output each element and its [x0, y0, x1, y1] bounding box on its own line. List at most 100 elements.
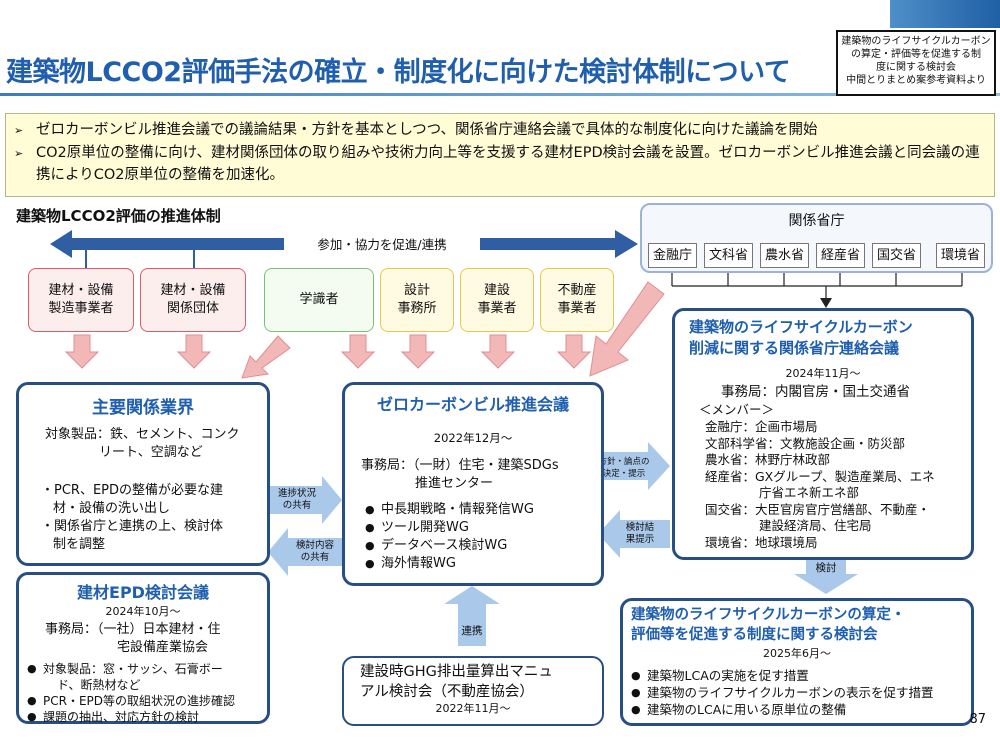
- stakeholder-line: 事務所: [397, 301, 437, 316]
- zcb-wg-label: データベース検討WG: [381, 538, 508, 553]
- stakeholder-line: 建設: [483, 283, 510, 298]
- study-date: 2025年6月～: [763, 647, 831, 660]
- liaison-member-label: ＜メンバー＞: [699, 402, 775, 417]
- stakeholder-line: 不動産: [557, 283, 597, 298]
- industry-point: ・関係省庁と連携の上、検討体: [41, 519, 224, 534]
- promote-label: 参加・協力を促進/連携: [284, 238, 480, 252]
- epd-item-text: PCR・EPD等の取組状況の進捗確認: [43, 694, 236, 708]
- bullet-dot-icon: ●: [365, 539, 375, 552]
- bullet-dot-icon: ●: [365, 557, 375, 570]
- stakeholder-line: 学識者: [299, 292, 339, 307]
- ministry-maff: 農水省: [760, 243, 809, 268]
- arrow-bullet-icon: ➢: [14, 147, 24, 160]
- zcb-office: 推進センター: [415, 476, 494, 491]
- stakeholder-line: 関係団体: [166, 301, 219, 316]
- label-line: 検討結: [625, 522, 655, 533]
- source-note-line: の算定・評価等を促進する制: [851, 49, 981, 60]
- stakeholder-makers: 建材・設備製造事業者: [28, 268, 134, 332]
- bullet-dot-icon: ●: [27, 694, 37, 707]
- study-title: 建築物のライフサイクルカーボンの算定・ 評価等を促進する制度に関する検討会: [631, 605, 963, 645]
- bullet-dot-icon: ●: [365, 503, 375, 516]
- connector-arrowhead: [820, 298, 832, 308]
- zcb-wg-item: ● 海外情報WG: [355, 555, 591, 573]
- source-note-line: 度に関する検討会: [876, 62, 956, 73]
- zcb-wg-item: ●ツール開発WG: [355, 519, 591, 537]
- liaison-date: 2024年11月～: [785, 367, 861, 380]
- label-line: の共有: [282, 500, 312, 511]
- epd-item-text: ド、断熱材など: [57, 678, 141, 692]
- blue-flow-arrows: [268, 442, 858, 646]
- liaison-member: 建設経済局、住宅局: [759, 518, 872, 533]
- stakeholder-construction: 建設事業者: [460, 268, 534, 332]
- industry-box: 主要関係業界 対象製品：鉄、セメント、コンク リート、空調など ・PCR、EPD…: [16, 382, 270, 566]
- industry-title: 主要関係業界: [92, 398, 194, 418]
- bullet-dot-icon: ●: [27, 662, 37, 675]
- epd-item: ●課題の抽出、対応方針の検討: [27, 709, 259, 725]
- study-item: ●建築物のライフサイクルカーボンの表示を促す措置: [631, 684, 963, 701]
- ministry-moe: 環境省: [936, 243, 985, 268]
- label-collab: 連携: [461, 625, 483, 637]
- stakeholder-academia: 学識者: [264, 268, 374, 332]
- study-item-text: 建築物のLCAに用いる原単位の整備: [647, 702, 847, 717]
- source-note: 建築物のライフサイクルカーボン の算定・評価等を促進する制 度に関する検討会 中…: [836, 30, 996, 96]
- ghg-date: 2022年11月～: [435, 702, 511, 715]
- summary-item: ➢ CO2原単位の整備に向け、建材関係団体の取り組みや技術力向上等を支援する建材…: [14, 142, 986, 186]
- label-policy: 方針・論点の決定・提示: [596, 456, 652, 480]
- label-line: 果提示: [625, 534, 655, 545]
- study-title-line: 評価等を促進する制度に関する検討会: [631, 627, 878, 643]
- liaison-member: 国交省：大臣官房官庁営繕部、不動産・: [705, 501, 931, 517]
- zcb-wg-label: 海外情報WG: [381, 556, 456, 571]
- industry-point: 制を調整: [53, 537, 106, 552]
- epd-council-box: 建材EPD検討会議 2024年10月～ 事務局：（一社）日本建材・住 宅設備産業…: [16, 572, 270, 724]
- summary-box: ➢ ゼロカーボンビル推進会議での議論結果・方針を基本としつつ、関係省庁連絡会議で…: [5, 113, 995, 197]
- liaison-member: 農水省：林野庁林政部: [705, 452, 831, 467]
- label-review-share: 検討内容の共有: [290, 540, 340, 564]
- liaison-council-box: 建築物のライフサイクルカーボン 削減に関する関係省庁連絡会議 2024年11月～…: [672, 308, 974, 560]
- industry-products: リート、空調など: [99, 445, 203, 460]
- stakeholder-line: 事業者: [557, 301, 597, 316]
- zcb-title: ゼロカーボンビル推進会議: [376, 395, 569, 414]
- arrow-drop-line: [193, 250, 195, 268]
- ministry-mlit: 国交省: [872, 243, 921, 268]
- zcb-wg-label: 中長期戦略・情報発信WG: [381, 502, 534, 517]
- label-line: 検討内容: [295, 540, 334, 551]
- epd-item-text: 対象製品：窓・サッシ、石膏ボー: [43, 662, 223, 676]
- epd-item-text: 課題の抽出、対応方針の検討: [43, 710, 200, 724]
- stakeholder-associations: 建材・設備関係団体: [140, 268, 246, 332]
- liaison-member: 環境省：地球環境局: [705, 534, 818, 550]
- epd-title: 建材EPD検討会議: [77, 583, 209, 602]
- liaison-title-line: 建築物のライフサイクルカーボン: [689, 318, 913, 336]
- arrow-drop-line: [85, 250, 87, 268]
- arrow-bullet-icon: ➢: [14, 124, 24, 137]
- page-number: 87: [969, 712, 986, 727]
- summary-item: ➢ ゼロカーボンビル推進会議での議論結果・方針を基本としつつ、関係省庁連絡会議で…: [14, 119, 986, 142]
- study-title-line: 建築物のライフサイクルカーボンの算定・: [631, 607, 906, 623]
- ghg-title-line: アル検討会（不動産協会）: [360, 684, 534, 700]
- stakeholder-line: 設計: [403, 283, 430, 298]
- bullet-dot-icon: ●: [365, 521, 375, 534]
- label-result: 検討結果提示: [618, 522, 662, 546]
- ministry-meti: 経産省: [816, 243, 865, 268]
- label-line: 進捗状況: [277, 488, 316, 499]
- liaison-office: 事務局：内閣官房・国土交通省: [721, 384, 910, 400]
- liaison-title: 建築物のライフサイクルカーボン 削減に関する関係省庁連絡会議: [685, 317, 961, 359]
- zcb-wg-item: ● 中長期戦略・情報発信WG: [355, 501, 591, 519]
- ghg-manual-box: 建設時GHG排出量算出マニュ アル検討会（不動産協会） 2022年11月～: [342, 656, 604, 726]
- ministries-box: 関係省庁 金融庁 文科省 農水省 経産省 国交省 環境省: [640, 203, 993, 273]
- summary-text: ゼロカーボンビル推進会議での議論結果・方針を基本としつつ、関係省庁連絡会議で具体…: [36, 122, 818, 138]
- source-note-line: 中間とりまとめ案参考資料より: [846, 75, 986, 86]
- zcb-date: 2022年12月～: [433, 431, 513, 445]
- epd-item: ● PCR・EPD等の取組状況の進捗確認: [27, 693, 259, 709]
- epd-office: 宅設備産業協会: [117, 640, 209, 655]
- stakeholder-line: 建材・設備: [48, 283, 114, 298]
- zcb-council-box: ゼロカーボンビル推進会議 2022年12月～ 事務局：（一財）住宅・建築SDGs…: [342, 382, 604, 586]
- label-line: 決定・提示: [602, 469, 646, 479]
- study-council-box: 建築物のライフサイクルカーボンの算定・ 評価等を促進する制度に関する検討会 20…: [620, 598, 974, 726]
- liaison-member: 文部科学省：文教施設企画・防災部: [705, 435, 906, 451]
- label-consider: 検討: [815, 562, 837, 574]
- epd-item: ● 対象製品：窓・サッシ、石膏ボー: [27, 661, 259, 677]
- ghg-title-line: 建設時GHG排出量算出マニュ: [360, 664, 553, 680]
- pink-down-arrows: [64, 281, 665, 379]
- stakeholder-line: 事業者: [477, 301, 517, 316]
- ghg-title: 建設時GHG排出量算出マニュ アル検討会（不動産協会）: [352, 662, 594, 702]
